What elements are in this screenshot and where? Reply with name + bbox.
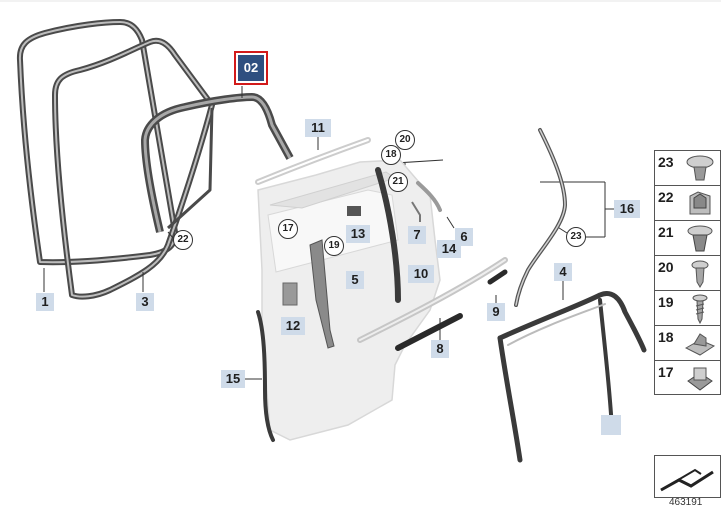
circle-callout-23[interactable]: 23 xyxy=(566,227,586,247)
legend-label: 19 xyxy=(658,294,674,310)
callout-part-14[interactable]: 14 xyxy=(437,240,461,258)
legend-row-22[interactable]: 22 xyxy=(654,185,721,220)
arrow-icon xyxy=(660,468,714,492)
expanding-rivet-icon xyxy=(687,225,713,252)
top-rule xyxy=(0,0,721,2)
door-edge-seal-15 xyxy=(256,310,275,442)
legend-arrow-box xyxy=(654,455,721,498)
callout-part-10[interactable]: 10 xyxy=(408,265,434,283)
circle-callout-19[interactable]: 19 xyxy=(324,236,344,256)
legend-row-23[interactable]: 23 xyxy=(654,150,721,185)
fastener-legend: 23 22 21 20 19 18 xyxy=(654,150,721,395)
parts-diagram xyxy=(16,19,647,463)
legend-label: 20 xyxy=(658,259,674,275)
callout-part-7[interactable]: 7 xyxy=(408,226,426,244)
callout-part-4[interactable]: 4 xyxy=(554,263,572,281)
legend-row-21[interactable]: 21 xyxy=(654,220,721,255)
pillar-seal-7 xyxy=(375,167,401,303)
callout-part-12[interactable]: 12 xyxy=(281,317,305,335)
legend-label: 18 xyxy=(658,329,674,345)
legend-label: 21 xyxy=(658,224,674,240)
callout-part-9[interactable]: 9 xyxy=(487,303,505,321)
callout-part-15[interactable]: 15 xyxy=(221,370,245,388)
screw-long-icon xyxy=(692,294,708,324)
cage-nut-icon xyxy=(687,367,713,391)
belt-seal-8 xyxy=(395,313,463,351)
legend-row-20[interactable]: 20 xyxy=(654,255,721,290)
legend-label: 22 xyxy=(658,189,674,205)
diagram-tag[interactable]: 02 xyxy=(234,51,268,85)
callout-part-blank[interactable] xyxy=(601,415,621,435)
callout-part-5[interactable]: 5 xyxy=(346,271,364,289)
seal-piece-9 xyxy=(487,269,508,285)
circle-callout-22[interactable]: 22 xyxy=(173,230,193,250)
legend-row-19[interactable]: 19 xyxy=(654,290,721,325)
callout-part-11[interactable]: 11 xyxy=(305,119,331,137)
circle-callout-17[interactable]: 17 xyxy=(278,219,298,239)
handle-bracket-12 xyxy=(282,282,298,306)
trim-strip-6 xyxy=(416,181,442,212)
push-rivet-icon xyxy=(686,155,714,181)
door-seal-1 xyxy=(16,19,179,266)
circle-callout-21[interactable]: 21 xyxy=(388,172,408,192)
callout-part-13[interactable]: 13 xyxy=(346,225,370,243)
diagram-id: 463191 xyxy=(669,497,703,508)
window-frame-seal xyxy=(141,93,294,233)
legend-row-17[interactable]: 17 xyxy=(654,360,721,395)
door-seal-3 xyxy=(52,37,215,300)
legend-row-18[interactable]: 18 xyxy=(654,325,721,360)
circle-callout-20[interactable]: 20 xyxy=(395,130,415,150)
legend-label: 23 xyxy=(658,154,674,170)
pillar-trim-5 xyxy=(309,239,335,349)
bracket-clip-icon xyxy=(684,333,716,356)
callout-part-1[interactable]: 1 xyxy=(36,293,54,311)
switch-13 xyxy=(347,206,361,216)
callout-part-3[interactable]: 3 xyxy=(136,293,154,311)
callout-part-16[interactable]: 16 xyxy=(614,200,640,218)
legend-label: 17 xyxy=(658,364,674,380)
window-seal-4 xyxy=(497,291,647,463)
screw-short-icon xyxy=(691,260,709,288)
diagram-tag-label: 02 xyxy=(238,55,264,81)
callout-part-8[interactable]: 8 xyxy=(431,340,449,358)
circle-callout-18[interactable]: 18 xyxy=(381,145,401,165)
clip-nut-icon xyxy=(689,191,711,215)
